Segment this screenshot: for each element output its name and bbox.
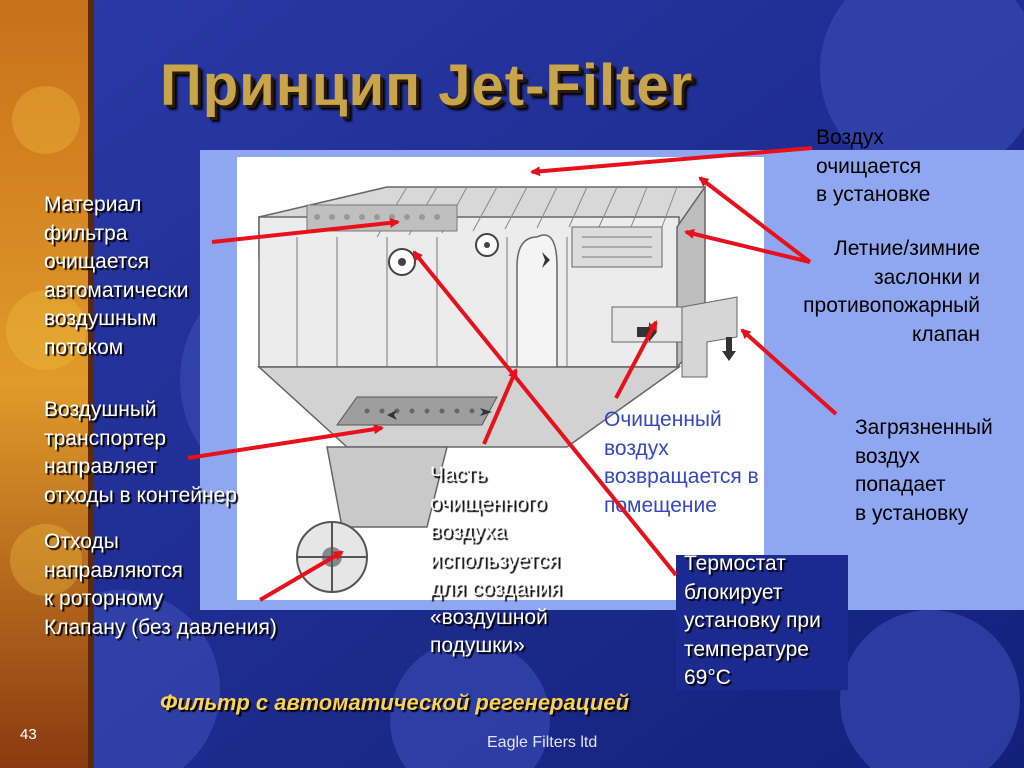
slide-subtitle: Фильтр с автоматической регенерацией [160,690,630,715]
slide-number: 43 [20,726,37,743]
footer-company: Eagle Filters ltd [487,734,598,751]
thermostat-box [676,555,848,690]
page-title: Принцип Jet-Filter [160,53,694,118]
